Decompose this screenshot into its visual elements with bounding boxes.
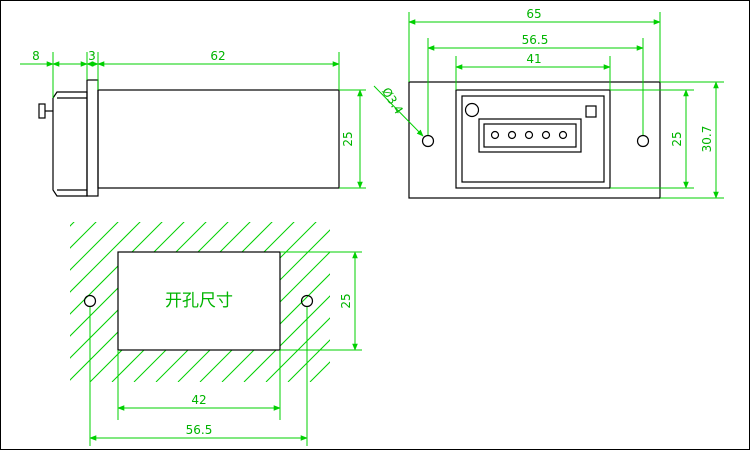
counter-digit-wheel [524, 130, 534, 140]
front-dim-41: 41 [526, 52, 541, 66]
counter-digit-wheels [490, 130, 568, 140]
front-dim-25: 25 [670, 131, 684, 146]
side-dim-8: 8 [32, 49, 40, 63]
front-view-outline [408, 81, 661, 199]
counter-digit-wheel [490, 130, 500, 140]
cutout-mounting-hole-right [300, 294, 314, 308]
front-view-dimensions [373, 12, 724, 199]
front-dim-30-7: 30.7 [700, 126, 714, 153]
counter-digit-wheel [558, 130, 568, 140]
front-dim-hole-diameter: Ø3.4 [379, 85, 406, 117]
front-dim-65: 65 [526, 7, 541, 21]
cutout-opening [117, 251, 281, 351]
cutout-dim-42: 42 [191, 393, 206, 407]
front-dim-56-5: 56.5 [522, 33, 549, 47]
cutout-dimensions [89, 251, 362, 446]
counter-digit-wheel [541, 130, 551, 140]
counter-digit-wheel [507, 130, 517, 140]
side-dim-25: 25 [341, 131, 355, 146]
cutout-view: 开孔尺寸 25 42 56.5 [70, 222, 362, 446]
cutout-hatching [70, 222, 330, 382]
cutout-mounting-hole-left [83, 294, 97, 308]
cutout-dim-56-5: 56.5 [186, 423, 213, 437]
cutout-dim-25: 25 [339, 293, 353, 308]
side-view-dimensions [20, 52, 366, 189]
cutout-label: 开孔尺寸 [165, 291, 233, 311]
side-view-outline [38, 79, 340, 197]
side-view: 8 3 62 25 [20, 49, 366, 197]
front-view: 65 56.5 41 Ø3.4 25 30.7 [373, 7, 724, 199]
side-dim-62: 62 [210, 49, 225, 63]
side-dim-3: 3 [88, 49, 96, 63]
